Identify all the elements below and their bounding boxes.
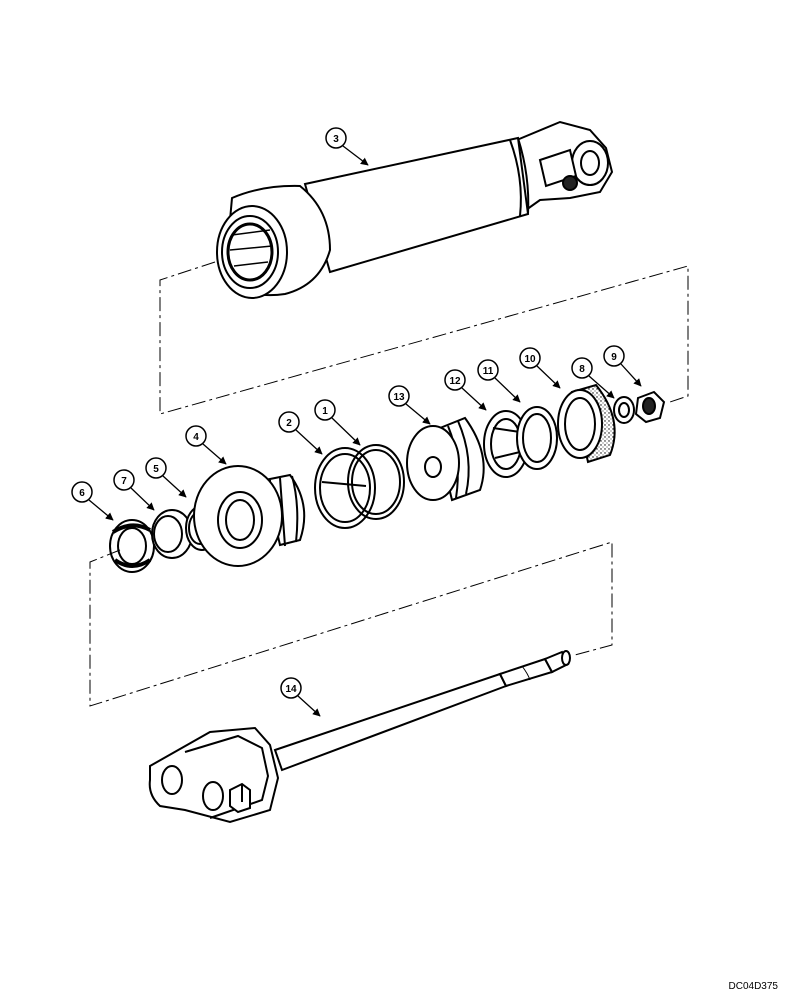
callout-7: 7 — [113, 469, 155, 511]
part-9-nut — [634, 390, 666, 424]
callout-12: 12 — [444, 369, 487, 411]
part-13-piston — [406, 416, 485, 502]
callout-3: 3 — [325, 127, 369, 166]
svg-text:12: 12 — [449, 376, 461, 387]
svg-text:6: 6 — [79, 488, 85, 499]
part-8-washer — [613, 396, 635, 424]
lower-assembly-line — [89, 541, 613, 707]
part-7-seal — [151, 509, 193, 559]
piston-rod — [148, 650, 571, 824]
svg-text:14: 14 — [285, 684, 297, 695]
svg-text:3: 3 — [333, 134, 339, 145]
svg-text:5: 5 — [153, 464, 159, 475]
svg-text:7: 7 — [121, 476, 127, 487]
part-6-wiper — [109, 519, 155, 573]
svg-text:10: 10 — [524, 354, 536, 365]
cylinder-barrel — [216, 120, 614, 299]
callout-1: 1 — [314, 399, 361, 446]
part-11-wear-ring — [516, 406, 558, 470]
svg-text:11: 11 — [483, 366, 494, 377]
callout-4: 4 — [185, 425, 227, 465]
svg-text:4: 4 — [193, 432, 199, 443]
svg-text:13: 13 — [393, 392, 405, 403]
part-10-spacer — [557, 383, 616, 464]
part-4-gland — [193, 465, 306, 567]
callout-13: 13 — [388, 385, 431, 425]
diagram-reference-code: DC04D375 — [728, 981, 778, 992]
callout-8: 8 — [571, 357, 615, 399]
callout-2: 2 — [278, 411, 323, 455]
part-1-backup-ring — [347, 444, 405, 520]
svg-text:9: 9 — [611, 352, 617, 363]
callout-11: 11 — [477, 359, 521, 403]
part-2-o-ring — [314, 447, 376, 529]
svg-text:2: 2 — [286, 418, 292, 429]
svg-text:8: 8 — [579, 364, 585, 375]
callout-9: 9 — [603, 345, 642, 387]
callout-6: 6 — [71, 481, 114, 521]
callout-5: 5 — [145, 457, 187, 498]
callout-14: 14 — [280, 677, 321, 717]
svg-text:1: 1 — [322, 406, 328, 417]
callout-10: 10 — [519, 347, 561, 389]
